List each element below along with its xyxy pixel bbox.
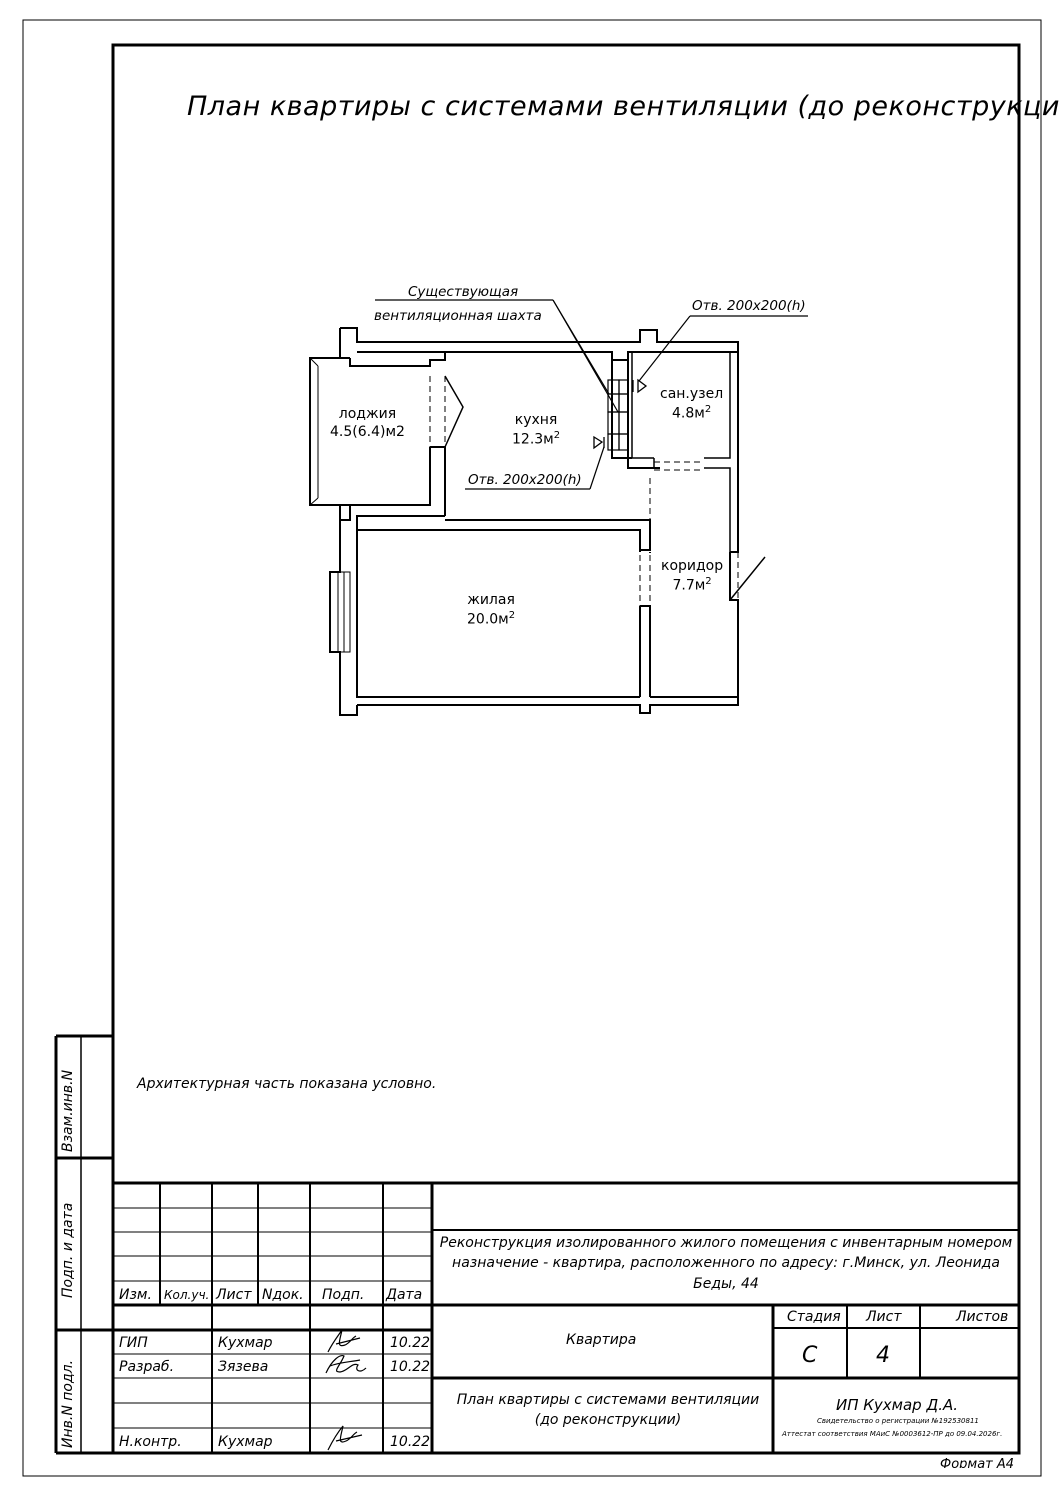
row2-name: Зязева xyxy=(218,1359,269,1375)
room-bath-area: 4.8м xyxy=(671,405,705,422)
format-label: Формат А4 xyxy=(940,1457,1015,1468)
hdr-list: Лист xyxy=(216,1287,252,1303)
row3-role: Н.контр. xyxy=(119,1434,182,1450)
opening-callout-top: Отв. 200х200(h) xyxy=(692,298,806,314)
hdr-data: Дата xyxy=(386,1287,423,1303)
row1-role: ГИП xyxy=(119,1335,148,1351)
label-vzam-inv: Взам.инв.N xyxy=(60,1069,76,1152)
room-loggia-area: 4.5(6.4)м2 xyxy=(330,423,405,440)
room-kitchen-sup: 2 xyxy=(553,429,561,441)
hdr-podp: Подп. xyxy=(322,1287,365,1303)
room-living-area: 20.0м xyxy=(467,611,509,628)
row3-date: 10.22 xyxy=(390,1434,431,1450)
room-corridor-area: 7.7м xyxy=(672,577,706,594)
row3-name: Кухмар xyxy=(218,1434,273,1450)
page-title: План квартиры с системами вентиляции (до… xyxy=(187,91,1060,122)
room-living-sup: 2 xyxy=(508,609,516,621)
room-bath: сан.узел 4.8м2 xyxy=(660,386,723,423)
hdr-kol: Кол.уч. xyxy=(164,1288,210,1302)
room-bath-sup: 2 xyxy=(704,403,712,415)
room-kitchen: кухня 12.3м2 xyxy=(512,412,560,449)
drawing-title: План квартиры с системами вентиляции (до… xyxy=(456,1392,760,1429)
binding-strip xyxy=(54,1034,113,1455)
room-living-name: жилая xyxy=(467,592,515,608)
sheet-label: Лист xyxy=(866,1309,902,1325)
row1-date: 10.22 xyxy=(390,1335,431,1351)
object-name: Квартира xyxy=(566,1332,637,1348)
room-corridor-sup: 2 xyxy=(705,575,712,587)
shaft-callout-line2: вентиляционная шахта xyxy=(374,308,542,324)
org-cert-attestation: Аттестат соответствия МАиС №0003612-ПР д… xyxy=(782,1430,1003,1438)
note-text: Архитектурная часть показана условно. xyxy=(137,1076,437,1092)
shaft-callout-line1: Существующая xyxy=(408,284,519,300)
vent-opening-markers xyxy=(593,378,648,450)
room-kitchen-name: кухня xyxy=(514,412,558,428)
hdr-ndok: Nдок. xyxy=(262,1287,304,1303)
row2-date: 10.22 xyxy=(390,1359,431,1375)
label-inv-podl: Инв.N подл. xyxy=(60,1359,76,1448)
org-cert-registration: Свидетельство о регистрации №192530811 xyxy=(817,1417,979,1425)
sheets-label: Листов xyxy=(956,1309,1009,1325)
org-name: ИП Кухмар Д.А. xyxy=(836,1396,958,1414)
callout-lines xyxy=(375,299,808,490)
room-loggia-name: лоджия xyxy=(338,406,397,422)
room-corridor-name: коридор xyxy=(661,558,724,574)
project-description: Реконструкция изолированного жилого поме… xyxy=(439,1235,1013,1292)
signature-3 xyxy=(327,1425,363,1451)
opening-callout-kitchen: Отв. 200х200(h) xyxy=(468,472,582,488)
drawing-frame xyxy=(111,43,1021,1455)
sheet-value: 4 xyxy=(876,1343,890,1368)
signature-2 xyxy=(325,1355,367,1374)
hdr-izm: Изм. xyxy=(119,1287,152,1303)
signature-1 xyxy=(327,1329,361,1353)
room-loggia: лоджия 4.5(6.4)м2 xyxy=(330,406,405,441)
floor-plan xyxy=(309,327,766,716)
label-podp-data: Подп. и дата xyxy=(60,1202,76,1298)
room-living: жилая 20.0м2 xyxy=(467,592,515,629)
row2-role: Разраб. xyxy=(119,1359,175,1375)
row1-name: Кухмар xyxy=(218,1335,273,1351)
room-corridor: коридор 7.7м2 xyxy=(661,558,723,595)
stage-label: Стадия xyxy=(787,1309,841,1325)
room-kitchen-area: 12.3м xyxy=(512,431,554,448)
room-bath-name: сан.узел xyxy=(660,386,724,402)
title-block xyxy=(113,1181,1019,1453)
outer-border xyxy=(22,19,1042,1477)
stage-value: С xyxy=(802,1343,818,1368)
